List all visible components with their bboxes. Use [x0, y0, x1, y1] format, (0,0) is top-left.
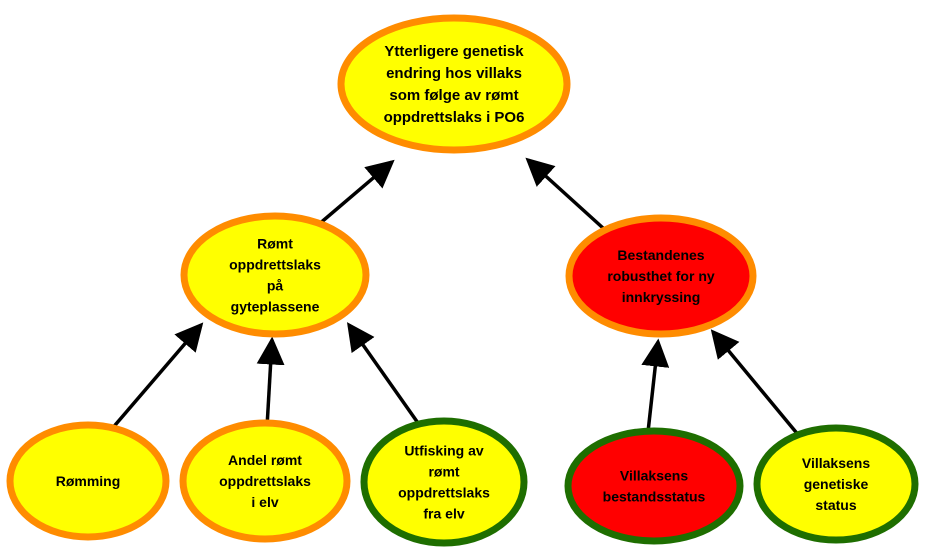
node-escaped-label: Rømt oppdrettslaks på gyteplassene: [229, 236, 321, 315]
node-genetisk-line: Villaksens: [802, 455, 870, 471]
node-escaped-line: oppdrettslaks: [229, 257, 321, 273]
node-utfisking-ellipse: [360, 417, 528, 547]
node-root-line: endring hos villaks: [386, 65, 522, 82]
node-genetisk-line: genetiske: [804, 476, 869, 492]
node-utfisking-label: Utfisking av rømt oppdrettslaks fra elv: [398, 443, 490, 522]
node-bestandsstatus: Villaksens bestandsstatus: [564, 427, 744, 545]
edge-layer: [108, 157, 802, 439]
node-root-ellipse: [337, 14, 571, 154]
node-andel-label: Andel rømt oppdrettslaks i elv: [219, 452, 311, 510]
node-andel: Andel rømt oppdrettslaks i elv: [179, 419, 351, 543]
node-romming-ellipse: [6, 421, 170, 541]
node-utfisking-line: oppdrettslaks: [398, 485, 490, 501]
node-robustness-line: Bestandenes: [617, 247, 704, 263]
arrow-romming-to-escaped: [108, 322, 204, 433]
arrow-escaped-to-root: [316, 159, 395, 227]
arrow-genetisk-to-robustness: [710, 329, 802, 439]
node-root-line: som følge av rømt: [389, 87, 518, 104]
node-genetisk: Villaksens genetiske status: [753, 424, 919, 544]
node-layer: Ytterligere genetisk endring hos villaks s…: [6, 14, 919, 547]
node-utfisking: Utfisking av rømt oppdrettslaks fra elv: [360, 417, 528, 547]
arrow-robustness-to-root: [525, 157, 605, 230]
node-utfisking-line: rømt: [428, 464, 459, 480]
arrow-andel-to-escaped: [256, 336, 285, 428]
node-robustness-label: Bestandenes robusthet for ny innkryssing: [607, 247, 715, 305]
node-genetisk-ellipse: [753, 424, 919, 544]
node-robustness: Bestandenes robusthet for ny innkryssing: [565, 214, 757, 338]
node-utfisking-line: Utfisking av: [404, 443, 484, 459]
node-root-line: Ytterligere genetisk: [384, 43, 524, 60]
node-escaped-line: gyteplassene: [231, 299, 320, 315]
node-bestandsstatus-label: Villaksens bestandsstatus: [603, 468, 706, 505]
node-andel-line: oppdrettslaks: [219, 473, 311, 489]
node-escaped-ellipse: [180, 212, 370, 338]
node-escaped-line: Rømt: [257, 236, 293, 252]
node-andel-line: Andel rømt: [228, 452, 302, 468]
node-escaped: Rømt oppdrettslaks på gyteplassene: [180, 212, 370, 338]
node-bestandsstatus-ellipse: [564, 427, 744, 545]
arrow-utfisking-to-escaped: [346, 322, 420, 425]
node-andel-line: i elv: [251, 494, 278, 510]
node-romming-label: Rømming: [56, 473, 121, 489]
node-root-line: oppdrettslaks i PO6: [384, 109, 525, 126]
node-robustness-line: robusthet for ny: [607, 268, 715, 284]
node-andel-ellipse: [179, 419, 351, 543]
node-bestandsstatus-line: bestandsstatus: [603, 489, 706, 505]
node-robustness-line: innkryssing: [622, 289, 701, 305]
node-root-label: Ytterligere genetisk endring hos villaks s…: [384, 43, 525, 126]
node-romming: Rømming: [6, 421, 170, 541]
node-robustness-ellipse: [565, 214, 757, 338]
node-bestandsstatus-line: Villaksens: [620, 468, 688, 484]
node-genetisk-label: Villaksens genetiske status: [802, 455, 870, 513]
arrow-bestandsstatus-to-robustness: [641, 338, 670, 433]
node-escaped-line: på: [267, 278, 284, 294]
node-genetisk-line: status: [815, 497, 856, 513]
node-utfisking-line: fra elv: [423, 506, 464, 522]
node-root: Ytterligere genetisk endring hos villaks s…: [337, 14, 571, 154]
node-romming-line: Rømming: [56, 473, 121, 489]
